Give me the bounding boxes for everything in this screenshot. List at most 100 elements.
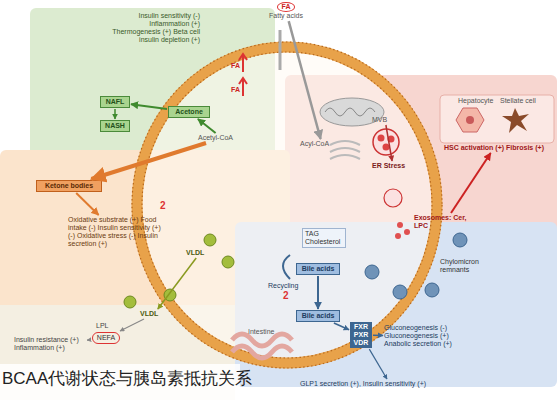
metabolite-label: Acyl-CoA	[300, 140, 344, 148]
particle-label: Chylomicron remnants	[440, 258, 502, 274]
exosome-label: Exosomes: Cer, LPC	[414, 214, 476, 230]
node-text: Exosomes: Cer, LPC	[414, 214, 476, 230]
vesicle	[383, 144, 390, 151]
node-text: HSC activation (+) Fibrosis (+)	[444, 144, 544, 152]
fa-tag: FA	[231, 62, 240, 70]
organelle-label: MVB	[372, 116, 398, 124]
disease-tag: NASH	[100, 120, 130, 132]
connector-arrow	[451, 153, 491, 213]
vldl-particle	[222, 256, 234, 268]
metabolite-box: Acetone	[168, 106, 210, 118]
connector-arrow	[114, 109, 116, 119]
process-label: Recycling	[268, 282, 298, 290]
lipoprotein-label: VLDL	[186, 249, 214, 257]
node-text: NASH	[104, 122, 126, 130]
node-text: MVB	[372, 116, 398, 124]
exosome	[404, 229, 410, 235]
hepatocyte-cell	[456, 108, 484, 132]
fatty-acid-node: FAFatty acids	[258, 2, 314, 20]
connector-arrow	[334, 323, 349, 330]
effects-list: Insulin sensitivity (-) Inflammation (+)…	[108, 12, 200, 44]
metabolite-box: Ketone bodies	[36, 180, 102, 192]
connector-arrow	[386, 125, 392, 161]
effects-list: HSC activation (+) Fibrosis (+)	[444, 144, 544, 152]
node-text: Insulin sensitivity (-) Inflammation (+)…	[108, 12, 200, 44]
receptor-stack: FXR PXR VDR	[350, 322, 372, 348]
node-text: NAFL	[104, 98, 126, 106]
node-text: FXR PXR VDR	[352, 323, 370, 347]
chylomicron-particle	[425, 283, 439, 297]
vesicle	[378, 135, 385, 142]
connector-arrow	[87, 339, 91, 341]
fa-arrow	[239, 78, 247, 96]
membrane-outer-heads	[132, 42, 442, 368]
callout-number: 2	[160, 200, 166, 212]
recycling-arrow	[283, 255, 290, 279]
node-text: GLP1 secretion (+), Insulin sensitivity …	[300, 380, 480, 388]
fa-arrow	[239, 54, 247, 72]
connector-arrow	[198, 119, 216, 133]
bile-acid-box: Bile acids	[296, 263, 340, 275]
connector-arrow	[369, 349, 387, 379]
cell-membrane	[137, 47, 437, 363]
node-subtext: Fatty acids	[258, 12, 314, 20]
vldl-particle	[164, 289, 176, 301]
node-text: NEFA	[95, 334, 117, 342]
bile-acid-box: Bile acids	[296, 310, 340, 322]
node-text: Bile acids	[300, 312, 336, 320]
node-text: ER Stress	[372, 162, 414, 170]
connector-arrow	[289, 21, 321, 139]
node-text: VLDL	[140, 310, 168, 318]
metabolite-label: Acetyl-CoA	[198, 134, 246, 142]
membrane-inner-heads	[142, 52, 432, 358]
vldl-particle	[124, 296, 136, 308]
lipoprotein-label: VLDL	[140, 310, 168, 318]
disease-tag: NAFL	[100, 96, 130, 108]
node-text: Acetone	[172, 108, 206, 116]
mitochondrion-cristae	[325, 108, 375, 116]
effects-list: Oxidative substrate (+) Food intake (-) …	[68, 216, 164, 248]
node-text: Oxidative substrate (+) Food intake (-) …	[68, 216, 164, 248]
connector-arrow	[76, 193, 98, 215]
exosome	[397, 222, 403, 228]
process-label: ER Stress	[372, 162, 414, 170]
effects-list: GLP1 secretion (+), Insulin sensitivity …	[300, 380, 480, 388]
er-membrane	[330, 141, 360, 159]
node-text: FA	[277, 2, 296, 12]
chylomicron-particle	[453, 233, 467, 247]
cell-label: Stellate cell	[500, 97, 536, 105]
exosome	[395, 233, 401, 239]
connector-arrow	[91, 143, 206, 179]
organ-label: Intestine	[248, 328, 274, 336]
hepatocyte-nucleus	[466, 116, 474, 124]
liver-panel	[440, 95, 554, 143]
exosome-release	[384, 189, 402, 207]
node-text: TAG Cholesterol	[305, 230, 343, 246]
cell-label: Hepatocyte	[458, 97, 493, 105]
node-text: VLDL	[186, 249, 214, 257]
lipid-label: TAG Cholesterol	[302, 228, 346, 248]
connector-arrow	[158, 258, 196, 309]
effects-list: Insulin resistance (+) Inflammation (+)	[14, 336, 86, 352]
nefa-box: NEFA	[92, 332, 120, 344]
fa-tag: FA	[231, 86, 240, 94]
node-text: Acyl-CoA	[300, 140, 344, 148]
callout-number: 2	[283, 290, 289, 302]
stellate-cell	[502, 108, 529, 133]
connector-arrow	[373, 335, 383, 337]
node-text: Ketone bodies	[40, 182, 98, 190]
connector-arrow	[317, 276, 319, 309]
node-text: Acetyl-CoA	[198, 134, 246, 142]
caption: BCAA代谢状态与胰岛素抵抗关系	[2, 369, 252, 389]
node-text: Chylomicron remnants	[440, 258, 502, 274]
node-text: Bile acids	[300, 265, 336, 273]
node-text: Gluconeogenesis (-) Gluconeogenesis (+) …	[384, 324, 464, 348]
effects-list: Gluconeogenesis (-) Gluconeogenesis (+) …	[384, 324, 464, 348]
mvb-vesicle	[373, 129, 399, 155]
fa-influx-arrow	[279, 30, 282, 70]
connector-arrow	[131, 104, 167, 109]
node-text: Insulin resistance (+) Inflammation (+)	[14, 336, 86, 352]
